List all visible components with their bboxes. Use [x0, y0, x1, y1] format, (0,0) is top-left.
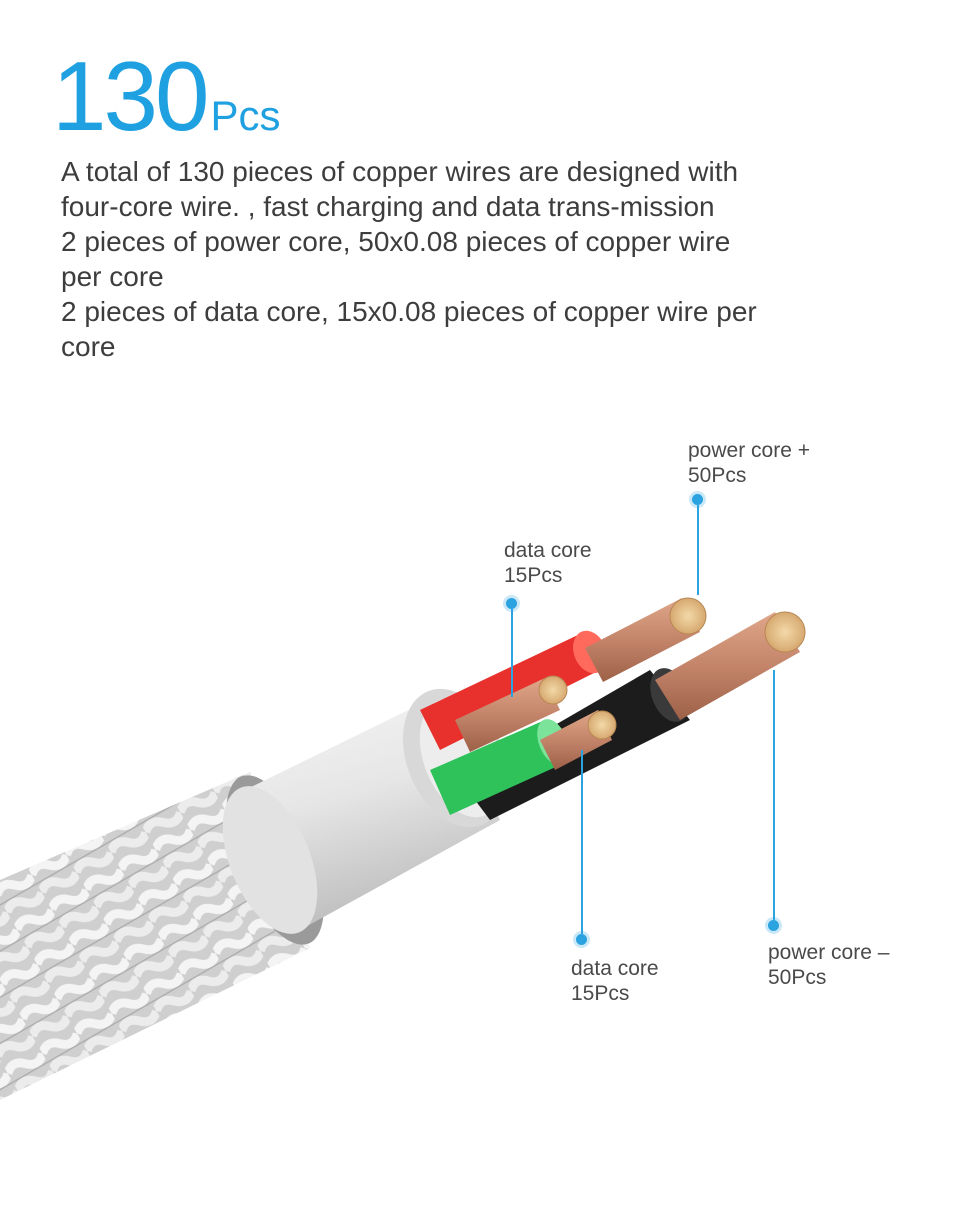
headline: 130Pcs [52, 40, 281, 153]
callout-data-top-count: 15Pcs [504, 564, 563, 587]
strands-power-minus [764, 611, 806, 653]
callout-data-bottom-dot [576, 934, 587, 945]
strands-data-bottom [587, 710, 617, 740]
callout-power-plus-dot [692, 494, 703, 505]
headline-unit: Pcs [210, 92, 281, 139]
cable-illustration [0, 597, 806, 1100]
callout-power-plus-count: 50Pcs [688, 464, 747, 487]
callout-power-minus-dot [768, 920, 779, 931]
copper-data-top [455, 678, 560, 752]
strands-power-plus [669, 597, 707, 635]
callout-power-minus-leader [773, 670, 775, 920]
callout-power-plus-leader [697, 505, 699, 595]
cable-figure: power core + 50Pcs data core 15Pcs data … [0, 420, 960, 1206]
callout-data-top-dot [506, 598, 517, 609]
description-line-1: A total of 130 pieces of copper wires ar… [61, 156, 739, 222]
callout-data-bottom-leader [581, 750, 583, 934]
callout-data-bottom-label: data core [571, 957, 659, 980]
callout-power-minus-count: 50Pcs [768, 966, 827, 989]
callout-power-minus-label: power core – [768, 941, 890, 964]
callout-data-bottom-count: 15Pcs [571, 982, 630, 1005]
strands-data-top [538, 675, 568, 705]
callout-power-minus: power core – 50Pcs [768, 940, 889, 990]
description-line-2: 2 pieces of power core, 50x0.08 pieces o… [61, 226, 731, 292]
copper-power-minus [655, 612, 800, 720]
callout-power-plus: power core + 50Pcs [688, 438, 810, 488]
callout-data-top: data core 15Pcs [504, 538, 592, 588]
headline-number: 130 [52, 41, 210, 151]
green-core [430, 720, 560, 815]
description-line-3: 2 pieces of data core, 15x0.08 pieces of… [61, 296, 757, 362]
callout-power-plus-label: power core + [688, 439, 810, 462]
callout-data-bottom: data core 15Pcs [571, 956, 659, 1006]
description: A total of 130 pieces of copper wires ar… [61, 154, 761, 364]
callout-data-top-leader [511, 609, 513, 697]
callout-data-top-label: data core [504, 539, 592, 562]
